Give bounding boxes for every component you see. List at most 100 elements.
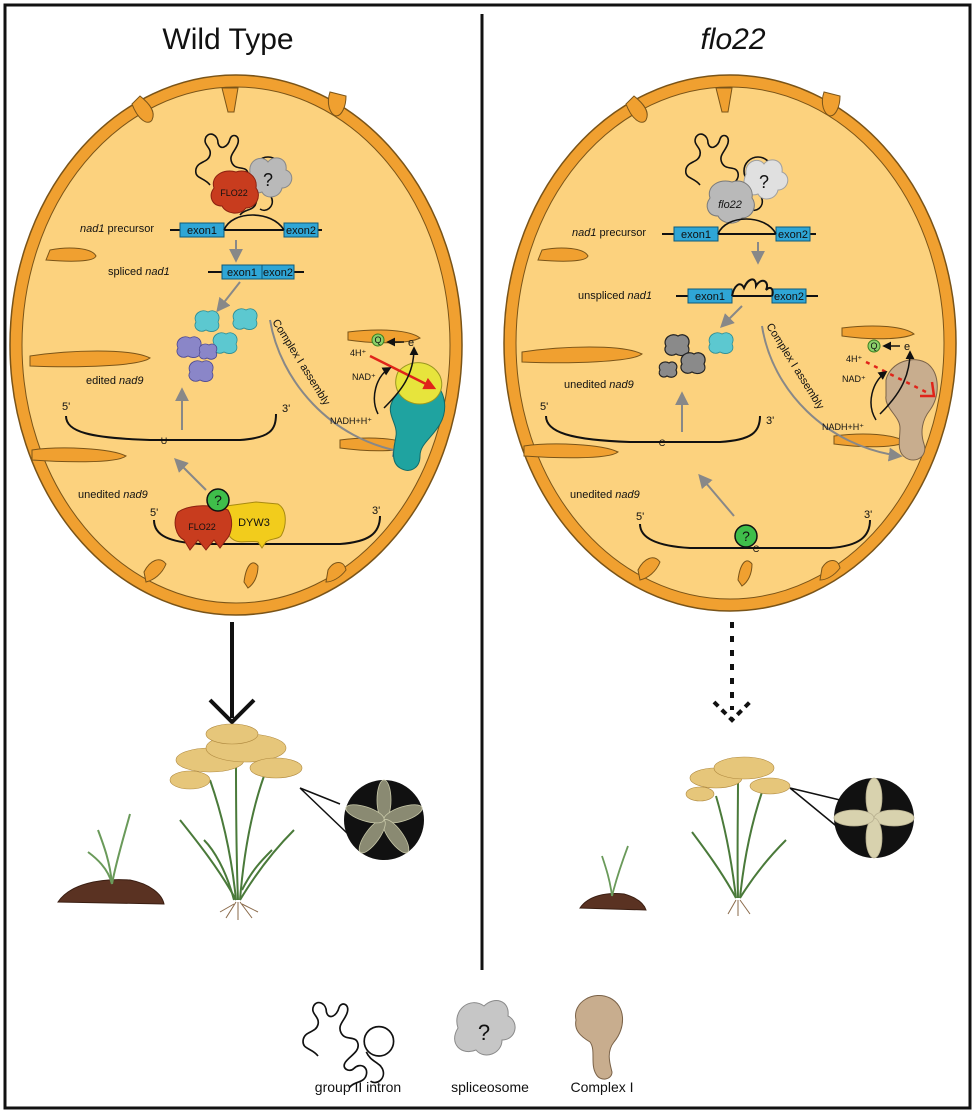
wt-edited-site: U: [161, 436, 168, 446]
wt-assembly-arrow: [269, 319, 407, 458]
mut-precursor-exon1-label: exon1: [681, 229, 711, 241]
mut-flo22-splicing: [706, 180, 755, 224]
mut-proton-arrow-dashed: [865, 360, 931, 396]
wild-type-title: Wild Type: [162, 23, 293, 56]
mut-phenotype-arrow-head: [712, 700, 752, 723]
mutant-panel: flo22 ? flo22 nad1 precursor exon1 exon2: [503, 23, 957, 916]
mut-unedited-top-5prime: 5': [540, 401, 548, 413]
mut-nad1-subunit: [708, 332, 734, 354]
wt-spliced-label: spliced nad1: [108, 266, 170, 278]
wt-flo22-splicing-label: FLO22: [220, 188, 248, 198]
wt-dyw3-protein: [223, 501, 286, 549]
mut-flo22-splicing-label: flo22: [718, 199, 742, 211]
wt-edited-5prime: 5': [62, 401, 70, 413]
wt-proton-arrow: [369, 354, 437, 390]
mut-q-label: Q: [870, 341, 877, 351]
mut-q-circle: [867, 339, 881, 353]
mut-proton-arrow-head: [920, 381, 936, 398]
legend-spliceosome-icon: [454, 1000, 516, 1056]
wt-arrow-unedited-to-edited: [174, 458, 207, 491]
wt-question-protein: [206, 488, 230, 512]
mut-unspliced-exon2-label: exon2: [774, 291, 804, 303]
legend-complex-icon: [575, 995, 623, 1080]
legend-spliceosome-mark: ?: [478, 1020, 490, 1045]
wt-flo22-editing-label: FLO22: [188, 522, 216, 532]
wt-arrow-spliced-to-protein: [216, 281, 241, 313]
wt-nad-label: NAD⁺: [352, 372, 376, 382]
mut-nadh-curve: [870, 370, 888, 421]
mut-spliceosome-top: [743, 159, 789, 200]
mut-nad-label: NAD⁺: [842, 374, 866, 384]
wt-unedited-mrna: [153, 515, 381, 545]
legend-complex-label: Complex I: [570, 1079, 633, 1095]
mut-precursor-exon2-label: exon2: [778, 229, 808, 241]
mut-unedited-top-label: unedited nad9: [564, 379, 634, 391]
wt-spliced-exon2-label: exon2: [263, 267, 293, 279]
mut-precursor-label: nad1 precursor: [572, 227, 646, 239]
wt-complex-i: [389, 362, 446, 471]
mut-unedited-site: C: [753, 544, 760, 554]
mut-question-protein-mark: ?: [742, 528, 750, 544]
mutant-title: flo22: [700, 23, 765, 56]
wt-unedited-5prime: 5': [150, 507, 158, 519]
wt-seed-grains: [345, 779, 423, 854]
wt-spliced-exon1-label: exon1: [227, 267, 257, 279]
mut-question-protein: [734, 524, 758, 548]
wt-seedling: [57, 813, 165, 905]
mut-unedited-label: unedited nad9: [570, 489, 640, 501]
wt-spliceosome-question: ?: [263, 170, 273, 190]
mut-e-label: e: [904, 341, 910, 353]
wt-precursor-exon2-label: exon2: [286, 225, 316, 237]
mut-nad9-subunits-gray: [658, 334, 706, 378]
mut-arrow-unspliced-to-protein: [720, 305, 743, 328]
wt-question-protein-mark: ?: [214, 492, 222, 508]
wt-precursor-label: nad1 precursor: [80, 223, 154, 235]
mut-unedited-3prime: 3': [864, 509, 872, 521]
wt-precursor-intron-loop: [223, 214, 285, 231]
wt-nad1-subunits: [194, 308, 258, 354]
mut-unspliced-label: unspliced nad1: [578, 290, 652, 302]
mut-electron-curve: [879, 350, 915, 415]
mut-h-label: 4H⁺: [846, 354, 863, 364]
mut-unedited-top-3prime: 3': [766, 415, 774, 427]
wt-edited-mrna: [65, 413, 277, 441]
mut-cristae: [521, 87, 915, 587]
wt-e-label: e: [408, 337, 414, 349]
mut-unedited-5prime: 5': [636, 511, 644, 523]
wt-nadh-label: NADH+H⁺: [330, 416, 372, 426]
wt-nadh-curve: [373, 367, 392, 415]
wt-edited-label: edited nad9: [86, 375, 144, 387]
wt-unedited-label: unedited nad9: [78, 489, 148, 501]
legend-intron-label: group II intron: [315, 1079, 401, 1095]
wt-seed-zoom-lines: [299, 787, 349, 835]
legend-intron-icon: [302, 1001, 395, 1089]
wt-nad9-subunits: [176, 336, 218, 382]
outer-frame: [3, 3, 972, 1110]
mut-seedling: [579, 845, 647, 911]
wt-phenotype-arrow-head: [208, 698, 256, 725]
mut-unedited-mrna: [639, 519, 871, 549]
mut-precursor-intron-loop: [717, 218, 777, 235]
mut-spliceosome-question: ?: [759, 172, 769, 192]
mut-unedited-top-mrna: [545, 415, 761, 443]
mut-unedited-top-site: C: [659, 438, 666, 448]
mut-assembly-arrow: [761, 325, 903, 462]
wt-dyw3-label: DYW3: [238, 517, 270, 529]
mut-nadh-label: NADH+H⁺: [822, 422, 864, 432]
wt-electron-curve: [383, 346, 419, 409]
mut-unspliced-intron: [731, 278, 774, 297]
wt-spliceosome-top: [247, 157, 293, 198]
wt-mature-plant: [169, 723, 303, 920]
mut-seed-grains: [833, 777, 915, 859]
wt-flo22-splicing: [210, 170, 259, 214]
wt-q-circle: [371, 333, 385, 347]
wt-q-label: Q: [374, 335, 381, 345]
wt-unedited-3prime: 3': [372, 505, 380, 517]
wt-h-label: 4H⁺: [350, 348, 367, 358]
legend: group II intron ? spliceosome Complex I: [302, 995, 634, 1095]
wt-edited-3prime: 3': [282, 403, 290, 415]
wild-type-panel: Wild Type ? FLO22 nad1 precursor exon1: [9, 23, 463, 920]
mut-complex-i: [885, 359, 938, 461]
mut-mature-plant: [685, 756, 791, 916]
